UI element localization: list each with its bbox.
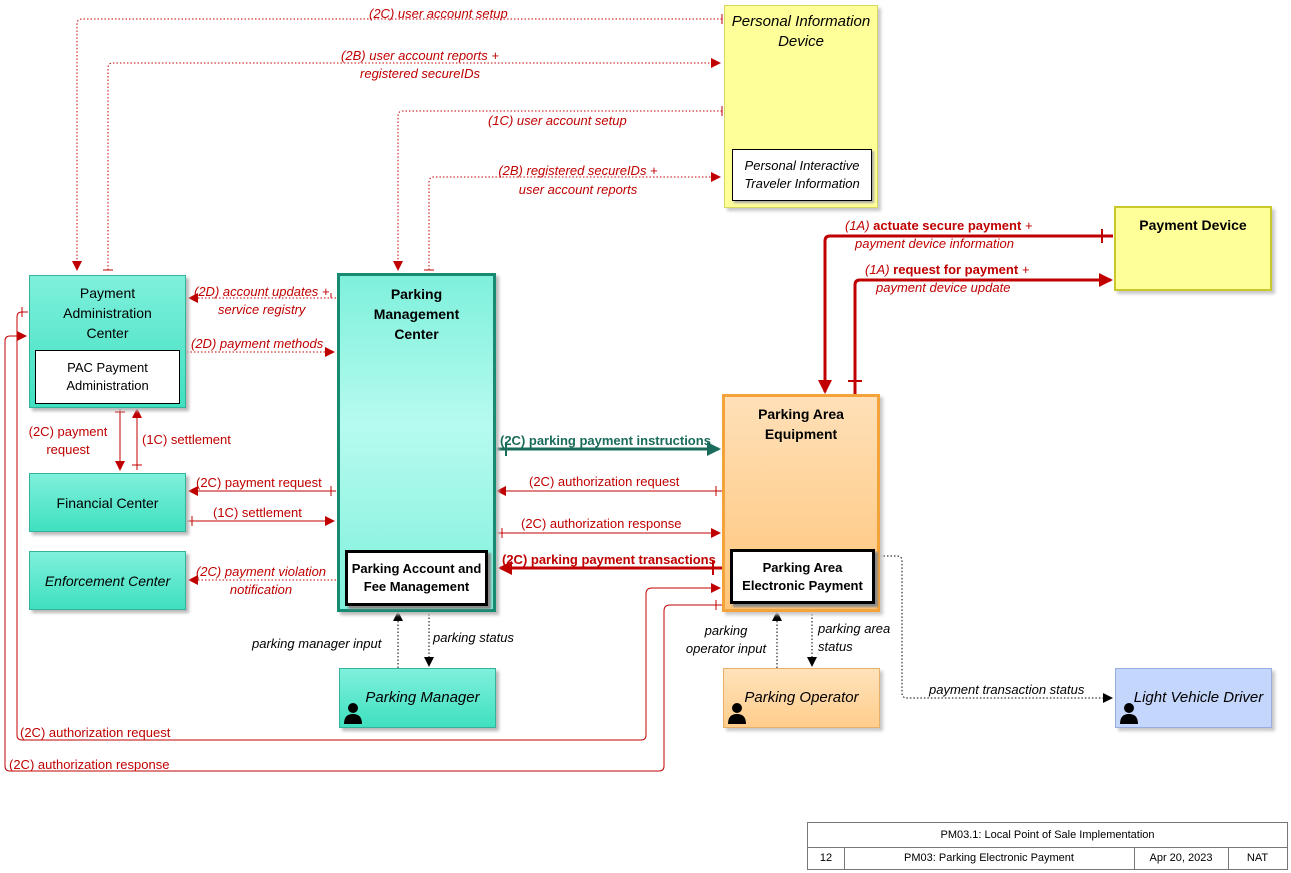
flow-2c-authorization-request-long [16, 311, 721, 741]
node-personal-information-device: Personal Information Device Personal Int… [724, 5, 878, 208]
legend-org: NAT [1246, 852, 1269, 864]
flow-label-2c-payment-1: (2C) payment [28, 424, 108, 439]
flow-label-suffix: + [1018, 262, 1030, 277]
flow-2c-user-account-setup [72, 18, 722, 271]
flow-label-2c-transactions: (2C) parking payment transactions [502, 552, 716, 567]
node-enforcement-center: Enforcement Center [29, 551, 186, 610]
flow-2c-authorization-response-long [4, 331, 722, 772]
flow-label-1a-actuate: (1A) actuate secure payment + [845, 217, 1033, 235]
subsystem-box: PAC Payment Administration [35, 350, 180, 404]
flow-label-2c-authreq: (2C) authorization request [529, 474, 680, 489]
flow-label-1a-request: (1A) request for payment + [865, 261, 1029, 279]
flow-label-2c-violation-2: notification [229, 582, 293, 597]
node-payment-administration-center: Payment Administration Center PAC Paymen… [29, 275, 186, 408]
node-title: Enforcement Center [44, 573, 171, 589]
flow-label-2b-reports-1: (2B) user account reports + [341, 48, 499, 63]
flow-label-2c-payreq-fc: (2C) payment request [196, 475, 322, 490]
flow-label-pm-status: parking status [433, 630, 514, 645]
flow-label-2b-ids-1: (2B) registered secureIDs + [498, 163, 658, 178]
flow-label-2c-authreq-long: (2C) authorization request [20, 725, 171, 740]
flow-label-1c-user-account-setup: (1C) user account setup [488, 113, 627, 128]
flow-label-2d-updates-1: (2D) account updates + [194, 284, 330, 299]
flow-1a-request-for-payment [853, 273, 1113, 395]
node-payment-device: Payment Device [1114, 206, 1272, 291]
flow-label-prefix: (1A) [845, 218, 874, 233]
flow-label-pm-input: parking manager input [252, 636, 382, 651]
person-icon [728, 703, 746, 724]
legend-date: Apr 20, 2023 [1134, 847, 1229, 870]
flow-label-2c-violation-1: (2C) payment violation [195, 564, 327, 579]
flow-2b-registered-secureids [428, 172, 721, 270]
node-parking-management-center: Parking Management Center Parking Accoun… [337, 273, 496, 612]
node-parking-operator: Parking Operator [723, 668, 880, 728]
legend-box: PM03.1: Local Point of Sale Implementati… [807, 822, 1288, 870]
person-icon [1120, 703, 1138, 724]
flow-label-prefix: (1A) [865, 262, 894, 277]
flow-label-suffix: + [1021, 218, 1033, 233]
node-parking-area-equipment: Parking Area Equipment Parking Area Elec… [722, 394, 880, 612]
node-title: Payment Device [1139, 217, 1247, 233]
flow-label-bold: request for payment [893, 262, 1019, 277]
node-light-vehicle-driver: Light Vehicle Driver [1115, 668, 1272, 728]
flow-label-1c-settle-fc: (1C) settlement [213, 505, 302, 520]
flow-label-2b-reports-2: registered secureIDs [360, 66, 480, 81]
flow-label-pa-status-2: status [818, 639, 853, 654]
flow-label-1a-request-2: payment device update [876, 280, 1011, 295]
node-parking-manager: Parking Manager [339, 668, 496, 728]
node-title: Light Vehicle Driver [1133, 689, 1264, 706]
flow-label-pa-status-1: parking area [818, 621, 891, 636]
flow-label-2c-user-account-setup: (2C) user account setup [369, 6, 508, 21]
flow-label-po-input-1: parking [704, 623, 748, 638]
flow-label-2c-authresp: (2C) authorization response [521, 516, 682, 531]
node-financial-center: Financial Center [29, 473, 186, 532]
flow-label-1a-actuate-2: payment device information [855, 236, 1014, 251]
flow-label-po-input-2: operator input [685, 641, 767, 656]
flow-label-2c-authresp-long: (2C) authorization response [9, 757, 170, 772]
legend-title: PM03.1: Local Point of Sale Implementati… [808, 823, 1287, 848]
node-title: Personal Information Device [731, 13, 871, 50]
flow-1c-user-account-setup [393, 110, 722, 271]
node-title: Financial Center [56, 495, 159, 511]
node-title: Parking Area Equipment [758, 406, 844, 442]
flow-label-2d-updates-2: service registry [218, 302, 306, 317]
node-title: Parking Manager [365, 689, 480, 706]
flow-label-2d-methods: (2D) payment methods [191, 336, 324, 351]
flow-label-2c-instructions: (2C) parking payment instructions [500, 433, 711, 448]
subsystem-box: Parking Account and Fee Management [345, 550, 488, 606]
legend-package: PM03: Parking Electronic Payment [844, 847, 1135, 870]
flow-payment-transaction-status [880, 555, 1113, 703]
subsystem-box: Personal Interactive Traveler Informatio… [732, 149, 872, 201]
flow-label-2c-payment-2: request [46, 442, 90, 457]
flow-label-1c-settlement-v: (1C) settlement [142, 432, 231, 447]
subsystem-box: Parking Area Electronic Payment [730, 549, 875, 604]
flow-1a-actuate-secure-payment [818, 234, 1113, 394]
flow-label-2b-ids-2: user account reports [518, 182, 638, 197]
node-title: Parking Management Center [373, 286, 460, 342]
flow-label-pt-status: payment transaction status [929, 682, 1085, 697]
node-title: Payment Administration Center [63, 285, 152, 341]
person-icon [344, 703, 362, 724]
legend-number: 12 [808, 847, 845, 870]
node-title: Parking Operator [744, 689, 859, 706]
flow-label-bold: actuate secure payment [873, 218, 1022, 233]
